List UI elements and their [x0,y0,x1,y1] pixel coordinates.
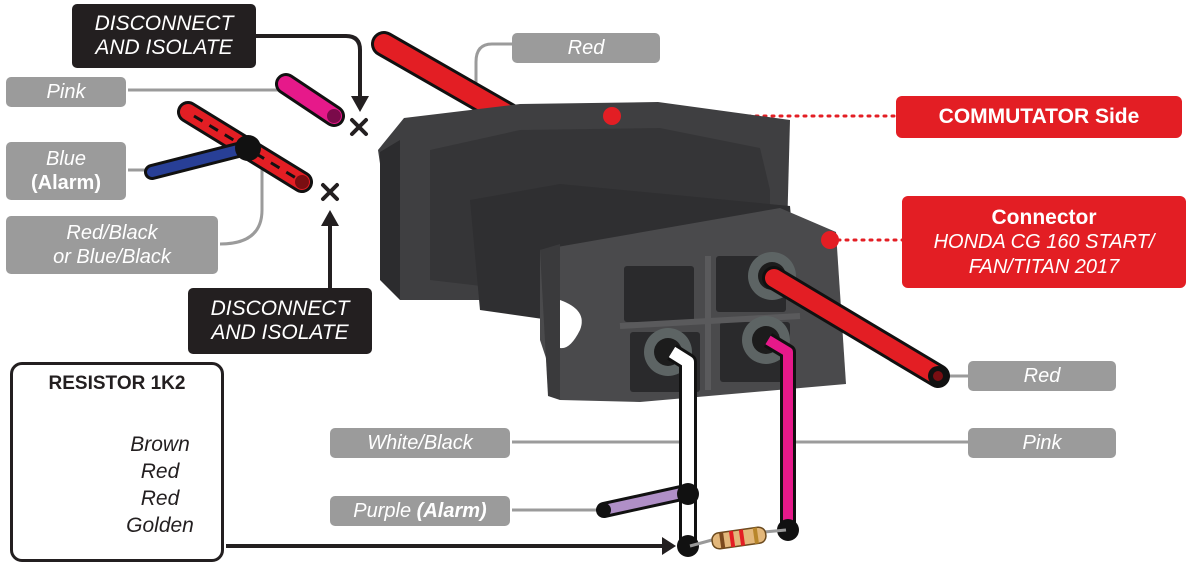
connector-model-line1: HONDA CG 160 START/ [933,230,1155,253]
pink-top-label: Pink [6,77,126,107]
arrow-top-line [256,34,362,98]
disconnect-label-bottom: DISCONNECT AND ISOLATE [188,288,372,354]
purple-alarm-bold: (Alarm) [416,500,487,522]
disconnect-bottom-line2: AND ISOLATE [211,321,349,344]
red-right-wire [765,269,947,385]
red-right-label: Red [968,361,1116,391]
pink-right-label: Pink [968,428,1116,458]
connector-title: Connector [991,205,1097,229]
isolate-x-icon [321,118,368,201]
resistor-icon-small [689,526,787,550]
resistor-band-list: Brown Red Red Golden [105,431,215,539]
blue-alarm-line1: Blue [45,148,87,170]
pink-top-wire [278,76,342,124]
arrow-down-head [351,96,369,112]
splice-dot-white [677,535,699,557]
connector-body [378,102,846,402]
band-1: Brown [130,433,190,456]
commutator-text: COMMUTATOR Side [938,105,1140,128]
redblack-line2: or Blue/Black [53,246,171,268]
redblack-leader-line [219,160,264,246]
disconnect-bottom-line1: DISCONNECT [210,297,350,320]
whiteblack-label: White/Black [330,428,510,458]
blue-wire [147,143,251,177]
band-2: Red [140,460,180,483]
disconnect-top-line2: AND ISOLATE [95,36,233,59]
disconnect-label-top: DISCONNECT AND ISOLATE [72,4,256,68]
purple-alarm-text: Purple [353,500,417,522]
purple-alarm-label: Purple (Alarm) [330,496,510,526]
arrow-up-head [321,210,339,226]
resistor-title: RESISTOR 1K2 [48,373,186,394]
red-top-label: Red [512,33,660,63]
connector-marker-dot [821,231,839,249]
band-3: Red [140,487,180,510]
red-top-leader-line [474,42,512,96]
redblack-line1: Red/Black [66,222,158,244]
splice-dot-purple [677,483,699,505]
band-4: Golden [126,514,194,537]
resistor-legend-box: RESISTOR 1K2 Brown Red Red Golden [10,362,224,562]
connector-label: Connector HONDA CG 160 START/ FAN/TITAN … [902,196,1186,288]
blue-alarm-label: Blue (Alarm) [6,142,126,200]
blue-alarm-line2: (Alarm) [30,172,101,194]
purple-wire [599,487,691,515]
resistor-arrow-head [662,537,676,555]
disconnect-top-line1: DISCONNECT [94,12,234,35]
commutator-label: COMMUTATOR Side [896,96,1182,138]
splice-dot-pink [777,519,799,541]
splice-dot-blue [235,135,261,161]
redblack-label: Red/Black or Blue/Black [6,216,218,274]
commutator-marker-dot [603,107,621,125]
connector-model-line2: FAN/TITAN 2017 [968,255,1120,278]
pink-right-wire [765,335,793,530]
